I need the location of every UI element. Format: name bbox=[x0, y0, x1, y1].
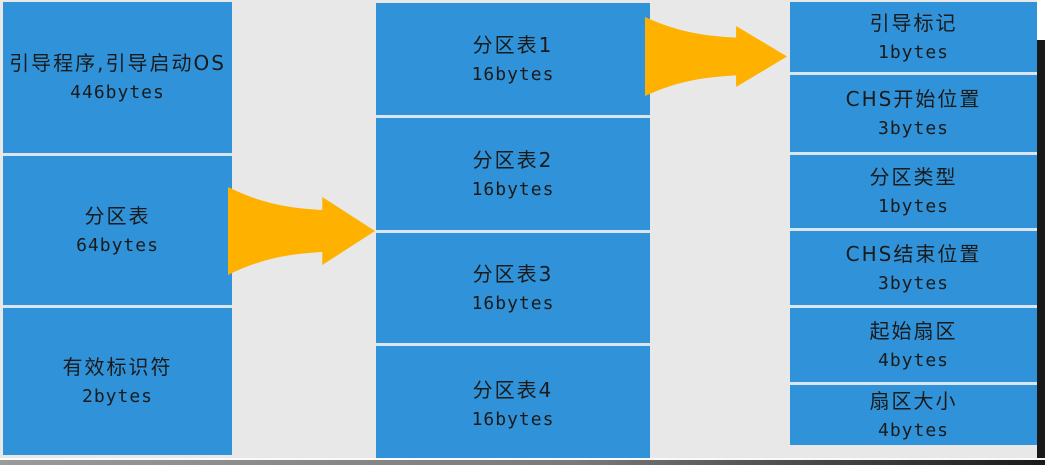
box-sector-count: 扇区大小 4bytes bbox=[790, 385, 1037, 445]
frame-edge-top-right bbox=[1037, 0, 1045, 40]
frame-edge-bottom-light bbox=[0, 458, 1045, 460]
box-label: 分区表 bbox=[84, 204, 151, 229]
box-label: 引导程序,引导启动OS bbox=[9, 51, 226, 76]
box-partition-type: 分区类型 1bytes bbox=[790, 155, 1037, 228]
box-size: 1bytes bbox=[877, 41, 950, 63]
frame-edge-right bbox=[1037, 40, 1045, 462]
box-size: 16bytes bbox=[471, 292, 555, 314]
box-size: 16bytes bbox=[471, 408, 555, 430]
box-label: 分区表4 bbox=[472, 377, 554, 402]
box-label: 分区表1 bbox=[472, 32, 554, 57]
box-size: 64bytes bbox=[76, 235, 159, 257]
box-size: 3bytes bbox=[877, 272, 950, 294]
box-partition-entry-4: 分区表4 16bytes bbox=[376, 346, 650, 462]
box-size: 3bytes bbox=[877, 118, 950, 140]
box-label: CHS结束位置 bbox=[845, 241, 982, 266]
box-label: 分区表2 bbox=[472, 147, 554, 172]
frame-edge-bottom bbox=[0, 460, 1045, 465]
arrow-left-to-middle-icon bbox=[228, 187, 375, 275]
box-chs-end: CHS结束位置 3bytes bbox=[790, 231, 1037, 305]
box-valid-flag: 有效标识符 2bytes bbox=[3, 308, 232, 455]
box-size: 2bytes bbox=[81, 386, 154, 408]
box-label: CHS开始位置 bbox=[845, 87, 982, 112]
arrow-middle-to-right-icon bbox=[645, 17, 787, 96]
box-partition-table: 分区表 64bytes bbox=[3, 156, 232, 305]
box-label: 有效标识符 bbox=[62, 355, 173, 380]
box-size: 4bytes bbox=[877, 419, 950, 441]
box-start-sector: 起始扇区 4bytes bbox=[790, 308, 1037, 382]
box-partition-entry-3: 分区表3 16bytes bbox=[376, 233, 650, 343]
box-size: 446bytes bbox=[70, 82, 165, 104]
box-chs-start: CHS开始位置 3bytes bbox=[790, 75, 1037, 152]
box-partition-entry-2: 分区表2 16bytes bbox=[376, 118, 650, 230]
box-size: 4bytes bbox=[877, 349, 950, 371]
box-boot-program: 引导程序,引导启动OS 446bytes bbox=[3, 2, 232, 153]
box-boot-flag: 引导标记 1bytes bbox=[790, 2, 1037, 72]
box-partition-entry-1: 分区表1 16bytes bbox=[376, 3, 650, 115]
box-size: 1bytes bbox=[877, 196, 950, 218]
box-label: 扇区大小 bbox=[869, 388, 958, 413]
box-label: 分区表3 bbox=[472, 261, 554, 286]
box-label: 起始扇区 bbox=[869, 318, 958, 343]
box-size: 16bytes bbox=[471, 178, 555, 200]
box-label: 分区类型 bbox=[869, 165, 958, 190]
box-label: 引导标记 bbox=[869, 10, 958, 35]
box-size: 16bytes bbox=[471, 63, 555, 85]
